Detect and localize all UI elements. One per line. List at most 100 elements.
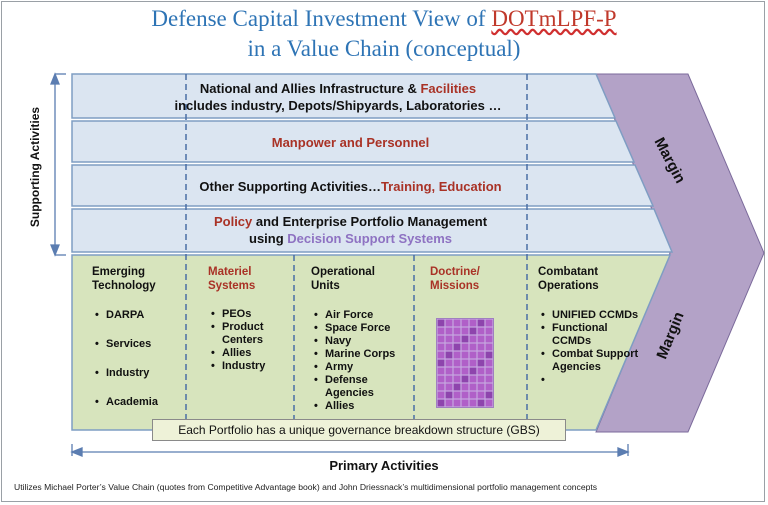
matrix-cell	[469, 351, 477, 359]
matrix-cell	[453, 327, 461, 335]
matrix-cell	[485, 351, 493, 359]
matrix-cell	[485, 383, 493, 391]
column-header: Doctrine/ Missions	[430, 266, 480, 292]
column-header: Emerging Technology	[92, 266, 156, 292]
matrix-cell	[485, 391, 493, 399]
matrix-cell	[469, 391, 477, 399]
matrix-cell	[445, 391, 453, 399]
column-combatant-operations: Combatant Operations UNIFIED CCMDs Funct…	[538, 265, 642, 387]
matrix-cell	[437, 335, 445, 343]
matrix-cell	[461, 335, 469, 343]
band-other-text-a: Other Supporting Activities…	[199, 179, 381, 194]
matrix-cell	[461, 351, 469, 359]
matrix-cell	[445, 327, 453, 335]
matrix-cell	[485, 335, 493, 343]
matrix-cell	[485, 399, 493, 407]
matrix-cell	[453, 367, 461, 375]
matrix-cell	[461, 391, 469, 399]
column-header: Materiel Systems	[208, 266, 256, 292]
title-prefix: Defense Capital Investment View of	[151, 6, 492, 31]
band-policy-line2-b: Decision Support Systems	[287, 231, 452, 246]
matrix-cell	[453, 391, 461, 399]
matrix-cell	[477, 343, 485, 351]
matrix-cell	[453, 399, 461, 407]
band-policy-line2-a: using	[249, 231, 288, 246]
matrix-cell	[477, 327, 485, 335]
list-item: Industry	[211, 360, 292, 373]
support-band-4	[71, 208, 674, 253]
band-policy-text-a: Policy	[213, 214, 253, 229]
matrix-cell	[469, 359, 477, 367]
band-other-supporting: Other Supporting Activities…Training, Ed…	[78, 178, 623, 195]
list-item	[541, 374, 642, 387]
list-item: Product Centers	[211, 321, 274, 347]
matrix-cell	[437, 383, 445, 391]
list-item: Air Force	[314, 309, 415, 322]
band-infrastructure-line2: includes industry, Depots/Shipyards, Lab…	[174, 98, 502, 113]
supporting-activities-label: Supporting Activities	[28, 106, 42, 228]
matrix-cell	[453, 351, 461, 359]
matrix-cell	[445, 383, 453, 391]
matrix-cell	[469, 375, 477, 383]
matrix-cell	[485, 359, 493, 367]
matrix-cell	[437, 367, 445, 375]
matrix-cell	[453, 319, 461, 327]
matrix-cell	[469, 383, 477, 391]
list-item: Defense Agencies	[314, 374, 415, 400]
list-item: Services	[95, 338, 184, 351]
column-materiel-systems: Materiel Systems PEOs Product Centers Al…	[208, 265, 292, 373]
column-operational-units: Operational Units Air Force Space Force …	[311, 265, 415, 413]
list-item: Army	[314, 361, 415, 374]
matrix-cell	[477, 351, 485, 359]
matrix-cell	[461, 327, 469, 335]
matrix-cell	[437, 391, 445, 399]
matrix-cell	[445, 351, 453, 359]
gbs-note: Each Portfolio has a unique governance b…	[152, 419, 566, 441]
matrix-cell	[485, 375, 493, 383]
list-item: Marine Corps	[314, 348, 415, 361]
matrix-cell	[445, 335, 453, 343]
margin-chevron	[595, 73, 765, 433]
list-item: UNIFIED CCMDs	[541, 309, 642, 322]
matrix-cell	[477, 335, 485, 343]
matrix-cell	[437, 319, 445, 327]
matrix-cell	[445, 319, 453, 327]
matrix-cell	[437, 327, 445, 335]
matrix-cell	[469, 327, 477, 335]
primary-activities-arrow	[70, 444, 630, 457]
page-title-line1: Defense Capital Investment View of DOTmL…	[0, 6, 768, 32]
matrix-cell	[461, 375, 469, 383]
column-doctrine-missions: Doctrine/ Missions	[430, 265, 520, 293]
matrix-cell	[461, 359, 469, 367]
matrix-cell	[469, 335, 477, 343]
supporting-activities-arrow	[50, 72, 66, 257]
matrix-cell	[453, 383, 461, 391]
matrix-cell	[477, 359, 485, 367]
page-title-line2: in a Value Chain (conceptual)	[247, 36, 521, 61]
matrix-cell	[445, 367, 453, 375]
list-item: Allies	[314, 400, 415, 413]
matrix-cell	[461, 319, 469, 327]
matrix-cell	[477, 319, 485, 327]
matrix-cell	[445, 399, 453, 407]
list-item: Academia	[95, 396, 184, 409]
list-item: Combat Support Agencies	[541, 348, 648, 374]
primary-activities-label: Primary Activities	[329, 458, 439, 473]
band-infrastructure-text-b: Facilities	[420, 81, 477, 96]
matrix-cell	[437, 399, 445, 407]
support-band-1	[71, 73, 617, 119]
list-item: Navy	[314, 335, 415, 348]
matrix-cell	[469, 319, 477, 327]
band-infrastructure: National and Allies Infrastructure & Fac…	[78, 80, 598, 114]
band-infrastructure-text-a: National and Allies Infrastructure &	[199, 81, 421, 96]
matrix-cell	[461, 367, 469, 375]
list-item: Allies	[211, 347, 292, 360]
matrix-cell	[453, 335, 461, 343]
list-item: Space Force	[314, 322, 415, 335]
matrix-cell	[485, 343, 493, 351]
matrix-cell	[477, 367, 485, 375]
matrix-cell	[445, 375, 453, 383]
footnote: Utilizes Michael Porter’s Value Chain (q…	[14, 482, 598, 492]
